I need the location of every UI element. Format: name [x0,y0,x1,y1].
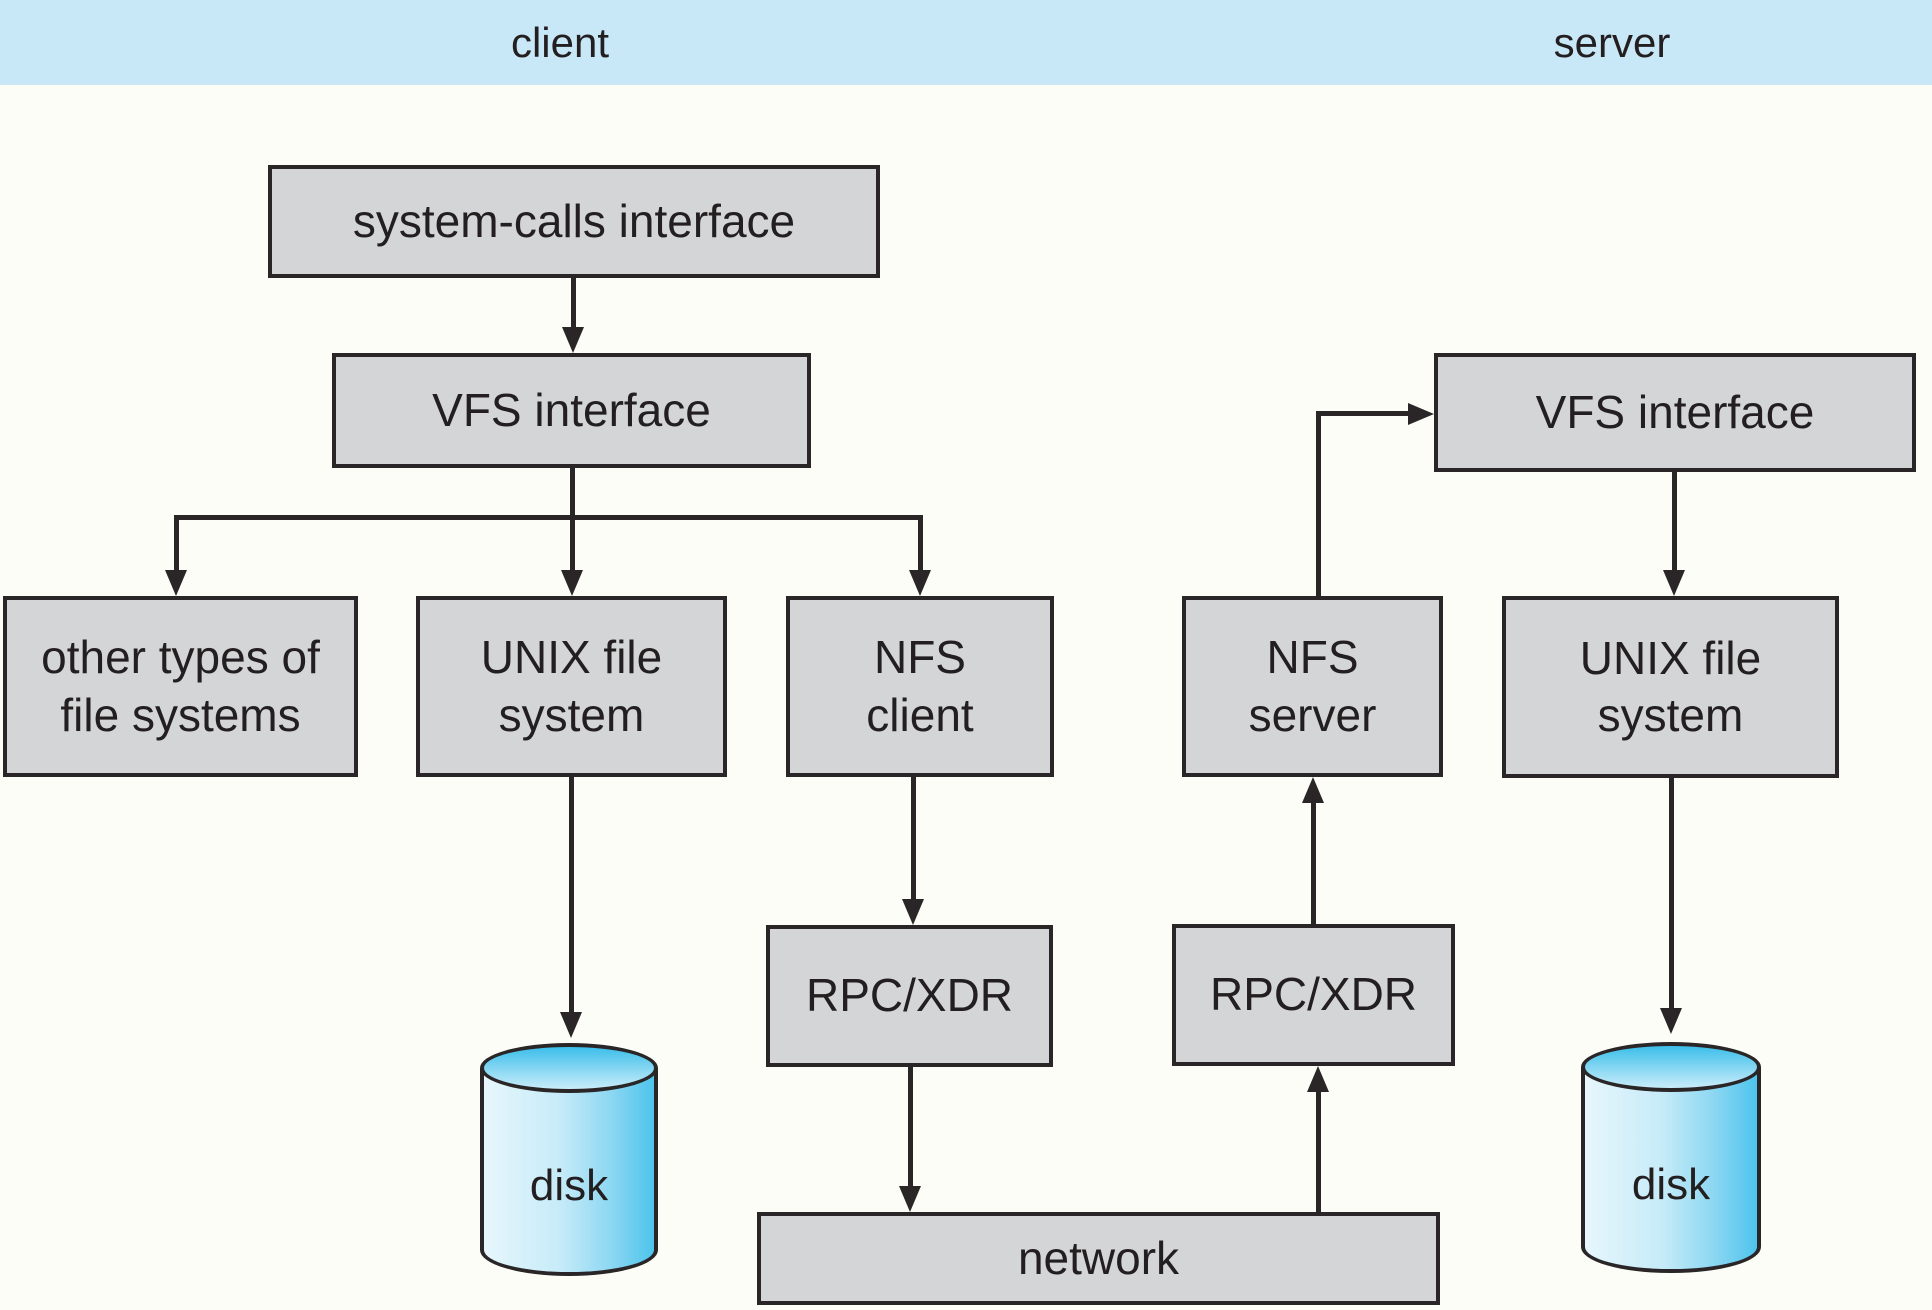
edge-network-rpc-line [1316,1090,1321,1212]
node-label: system-calls interface [352,194,796,247]
edge-vfs-unixfs-server-arrowhead-icon [1663,570,1685,596]
disk-top-ellipse [480,1043,658,1093]
edge-nfsserver-vfs-vertical-line [1316,411,1321,596]
node-nfs-server: NFS server [1182,596,1443,777]
edge-unixfs-disk-server-line [1669,778,1674,1008]
node-label: network [1017,1231,1180,1284]
edge-vfs-nfsclient-line [918,515,923,570]
disk-label: disk [529,1161,609,1210]
edge-rpc-network-arrowhead-icon [899,1186,921,1212]
edge-syscalls-vfs-arrowhead-icon [562,327,584,353]
node-label: VFS interface [432,383,711,436]
node-vfs-interface-server: VFS interface [1434,353,1916,472]
header-server-label: server [1553,18,1671,66]
disk-cylinder-server: disk [1581,1042,1761,1273]
node-network: network [757,1212,1440,1305]
disk-body [1581,1067,1761,1273]
node-label: RPC/XDR [805,969,1014,1022]
edge-network-rpc-arrowhead-icon [1307,1066,1329,1092]
node-rpc-xdr-client: RPC/XDR [766,925,1053,1067]
disk-label: disk [1631,1160,1711,1209]
edge-vfs-otherfs-arrowhead-icon [165,570,187,596]
node-label: VFS interface [1535,385,1815,438]
edge-nfsclient-rpc-line [911,777,916,899]
disk-top-ellipse [1581,1042,1761,1092]
edge-vfs-branch-horizontal-line [174,515,922,520]
edge-vfs-unixfs-server-line [1672,472,1677,570]
edge-unixfs-disk-client-arrowhead-icon [560,1012,582,1038]
node-other-types-of-file-systems: other types of file systems [3,596,358,777]
node-unix-file-system-client: UNIX file system [416,596,727,777]
header-client-label: client [510,18,610,66]
node-rpc-xdr-server: RPC/XDR [1172,924,1455,1066]
edge-vfs-unixfs-arrowhead-icon [561,570,583,596]
node-nfs-client: NFS client [786,596,1054,777]
node-unix-file-system-server: UNIX file system [1502,596,1839,778]
edge-rpc-nfsserver-arrowhead-icon [1302,777,1324,803]
node-label: RPC/XDR [1209,968,1418,1021]
edge-nfsserver-vfs-horizontal-line [1316,411,1410,416]
disk-cylinder-client: disk [480,1043,658,1276]
node-system-calls-interface: system-calls interface [268,165,880,278]
edge-nfsclient-rpc-arrowhead-icon [902,899,924,925]
edge-unixfs-disk-server-arrowhead-icon [1660,1008,1682,1034]
node-label: other types of file systems [41,631,320,741]
edge-nfsserver-vfs-arrowhead-icon [1408,403,1434,425]
header-bar: client server [0,0,1932,85]
node-vfs-interface-client: VFS interface [332,353,811,468]
disk-body [480,1068,658,1276]
edge-rpc-nfsserver-line [1311,801,1316,924]
node-label: UNIX file system [1579,631,1762,742]
edge-rpc-network-line [908,1067,913,1186]
edge-vfs-otherfs-line [174,515,179,570]
edge-vfs-nfsclient-arrowhead-icon [909,570,931,596]
node-label: NFS server [1248,631,1377,741]
edge-syscalls-vfs-line [571,278,576,329]
node-label: NFS client [866,631,974,741]
node-label: UNIX file system [480,631,663,741]
edge-unixfs-disk-client-line [569,777,574,1012]
